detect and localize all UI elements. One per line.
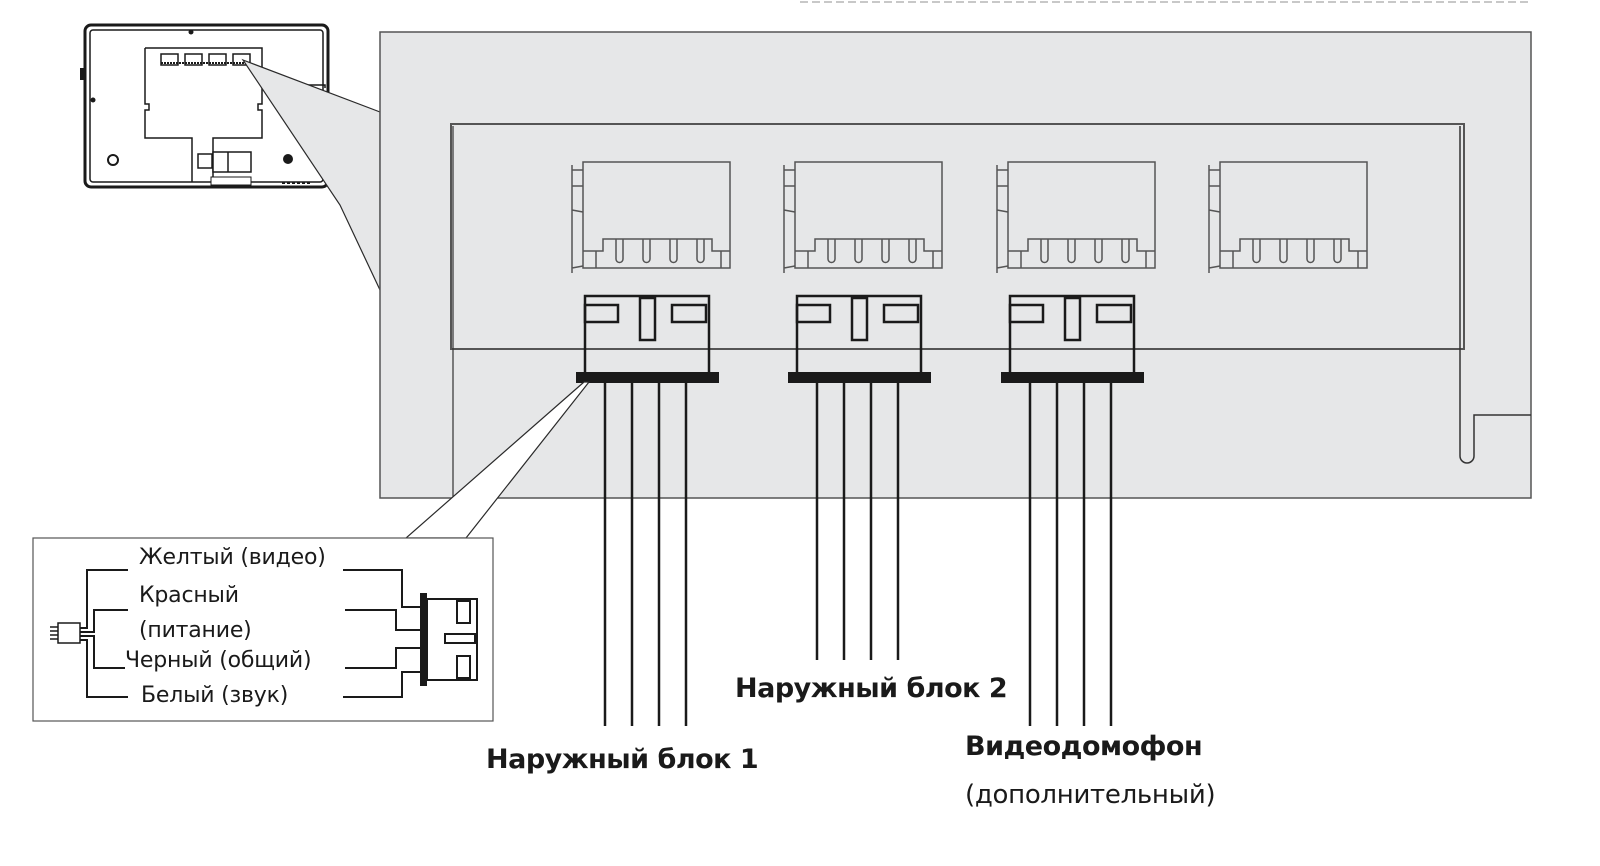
mini-ports	[160, 53, 251, 66]
socket-3	[996, 161, 1156, 273]
label-outdoor-unit-1: Наружный блок 1	[486, 744, 759, 775]
plug-bar	[1001, 372, 1144, 383]
wire-label-yellow: Желтый (видео)	[139, 545, 326, 570]
socket-pin	[1067, 239, 1076, 264]
socket-pin	[881, 239, 890, 264]
socket-pin	[854, 239, 863, 264]
plug-1	[576, 294, 719, 726]
plug-3	[1001, 294, 1144, 726]
wire-label-red-line2: (питание)	[139, 618, 252, 643]
socket-pin	[615, 239, 624, 264]
socket-pin	[908, 239, 917, 264]
socket-pin	[1121, 239, 1130, 264]
socket-pin	[1279, 239, 1288, 264]
plug-bar	[576, 372, 719, 383]
wire-label-black: Черный (общий)	[125, 648, 312, 673]
plug-bar	[788, 372, 931, 383]
socket-pin	[669, 239, 678, 264]
wire-label-white: Белый (звук)	[141, 683, 289, 708]
socket-pin	[642, 239, 651, 264]
wire-label-red-line1: Красный	[139, 583, 239, 608]
socket-pin	[696, 239, 705, 264]
socket-2	[783, 161, 943, 273]
label-intercom: Видеодомофон	[965, 731, 1203, 762]
label-intercom-sub: (дополнительный)	[965, 780, 1216, 810]
socket-1	[571, 161, 731, 273]
label-outdoor-unit-2: Наружный блок 2	[735, 673, 1010, 704]
socket-pin	[1040, 239, 1049, 264]
socket-pin	[1094, 239, 1103, 264]
plug-row	[576, 294, 1144, 726]
socket-4	[1208, 161, 1368, 273]
plug-2	[788, 294, 931, 660]
socket-pin	[827, 239, 836, 264]
socket-pin	[1333, 239, 1342, 264]
socket-pin	[1252, 239, 1261, 264]
wire-legend-inset	[32, 537, 494, 722]
socket-row	[571, 161, 1368, 273]
socket-pin	[1306, 239, 1315, 264]
